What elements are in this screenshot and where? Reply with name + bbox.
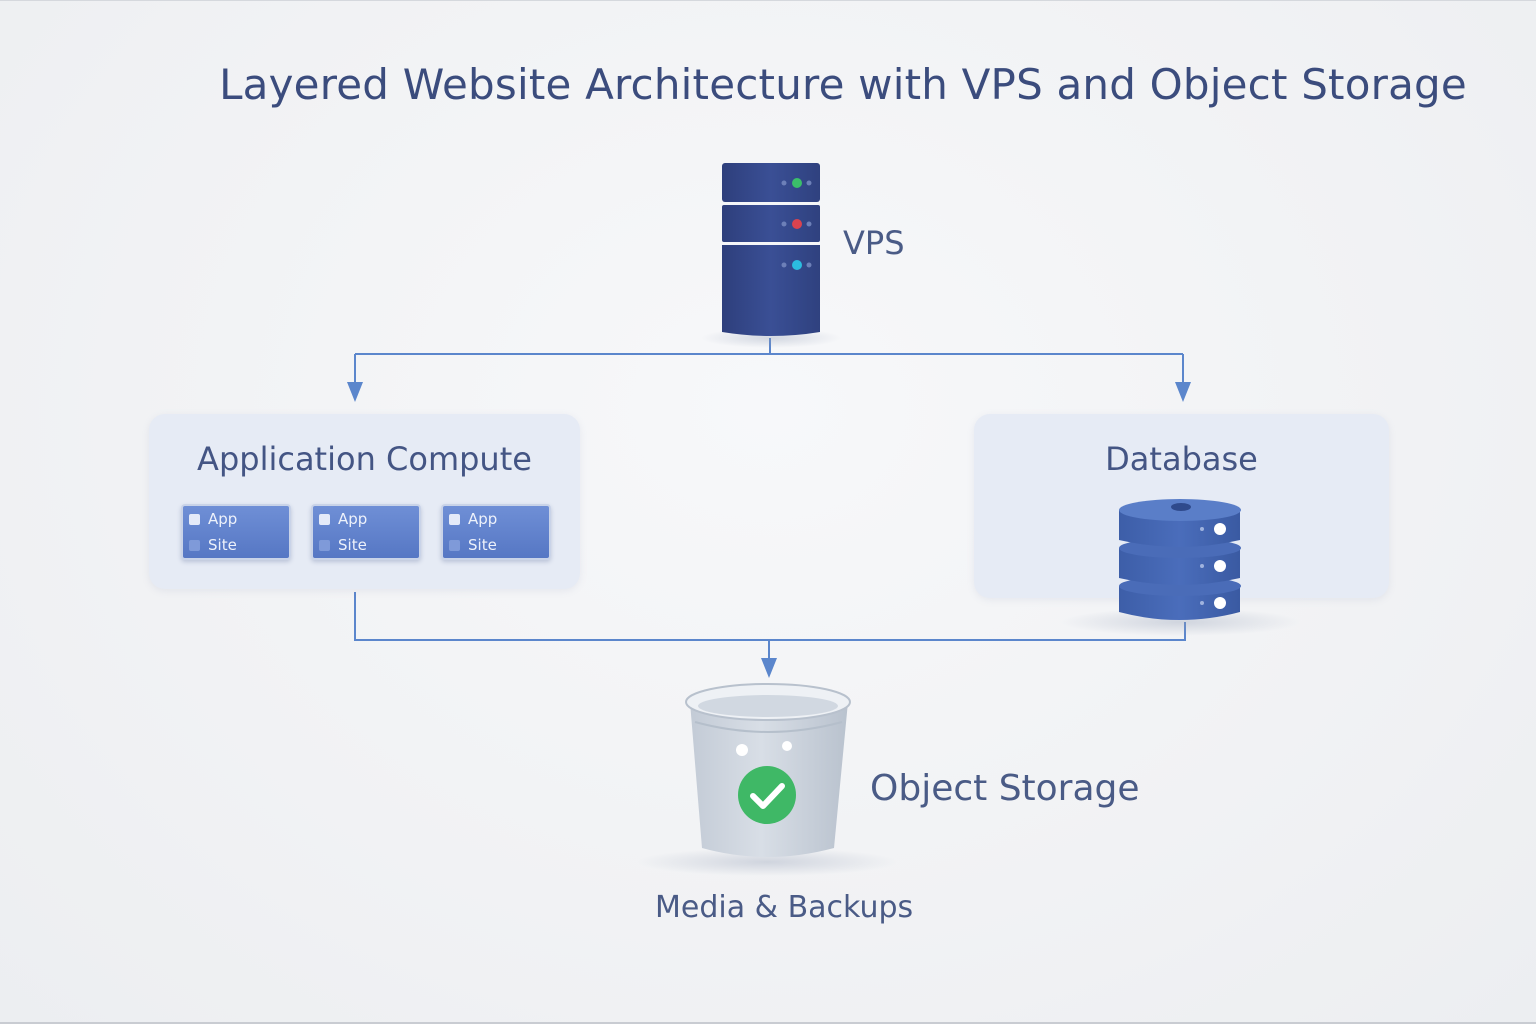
- site-card-label: Site: [208, 536, 237, 554]
- server-rack-icon: [701, 163, 841, 348]
- app-site-card: App Site: [311, 504, 421, 560]
- site-checkbox-icon: [189, 539, 200, 551]
- app-checkbox-icon: [189, 513, 200, 525]
- app-card-label: App: [208, 510, 238, 528]
- connector-to-storage: [354, 592, 1186, 678]
- app-checkbox-icon: [319, 513, 330, 525]
- checkmark-icon: [738, 766, 796, 824]
- page-title: Layered Website Architecture with VPS an…: [219, 60, 1467, 109]
- app-card-label: App: [338, 510, 368, 528]
- app-site-card: App Site: [441, 504, 551, 560]
- site-checkbox-icon: [319, 539, 330, 551]
- site-checkbox-icon: [449, 539, 460, 551]
- media-backups-caption: Media & Backups: [655, 890, 914, 925]
- application-compute-panel: Application Compute App Site App Site Ap…: [149, 414, 580, 589]
- application-compute-title: Application Compute: [197, 440, 532, 478]
- site-card-label: Site: [338, 536, 367, 554]
- vps-label: VPS: [843, 224, 905, 262]
- object-storage-label: Object Storage: [870, 768, 1140, 809]
- app-site-card: App Site: [181, 504, 291, 560]
- database-title: Database: [1105, 440, 1258, 478]
- site-card-label: Site: [468, 536, 497, 554]
- app-checkbox-icon: [449, 513, 460, 525]
- app-card-label: App: [468, 510, 498, 528]
- database-panel: Database: [974, 414, 1389, 598]
